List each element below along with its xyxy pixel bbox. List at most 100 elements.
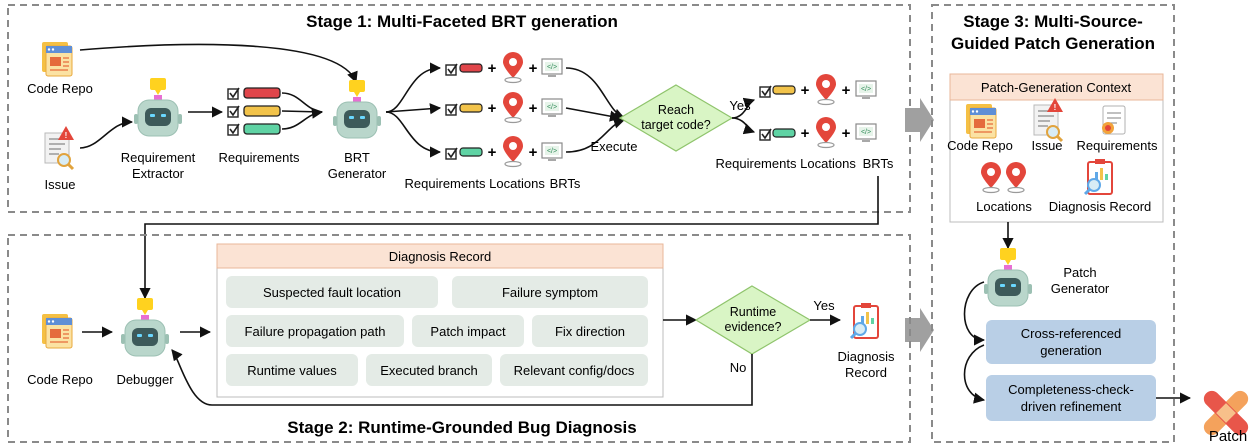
ctx-diagnosis-record-icon: [1083, 157, 1114, 196]
out-requirements-label: Requirements: [405, 176, 486, 191]
diagnosis-record-title: Diagnosis Record: [389, 249, 492, 264]
chip-config-docs-label: Relevant config/docs: [514, 363, 635, 378]
gen-out-arrow-2: [385, 103, 442, 115]
stage2-title: Stage 2: Runtime-Grounded Bug Diagnosis: [287, 418, 636, 437]
diagnosis-record-icon: [849, 301, 880, 340]
final-locations-label: Locations: [800, 156, 856, 171]
chip-propagation-path-label: Failure propagation path: [245, 324, 386, 339]
ctx-issue-label: Issue: [1031, 138, 1062, 153]
stage2-code-repo-label: Code Repo: [27, 372, 93, 387]
stage2-no-label: No: [730, 360, 747, 375]
ctx-requirements-icon: [1102, 105, 1126, 135]
decision-label-2: target code?: [641, 118, 711, 132]
repo-to-generator-arrow: [79, 43, 358, 84]
req-merge-line-3: [281, 107, 324, 130]
row2-to-decision-arrow: [565, 107, 622, 122]
svg-text:+: +: [529, 144, 538, 161]
gen-out-arrow-3: [385, 111, 442, 158]
stage2-yes-label: Yes: [813, 298, 835, 313]
ctx-location-pin-icon: [980, 161, 1002, 194]
issue-icon: [43, 124, 76, 171]
diagnosis-record-header: [216, 243, 664, 269]
debugger-label: Debugger: [116, 372, 174, 387]
extractor-label-1: Requirement: [121, 150, 196, 165]
req-merge-line-2: [281, 110, 323, 113]
svg-text:+: +: [488, 60, 497, 77]
stage1-title: Stage 1: Multi-Faceted BRT generation: [306, 12, 618, 31]
svg-text:+: +: [842, 82, 851, 99]
patch-context-title: Patch-Generation Context: [981, 80, 1132, 95]
issue-to-extractor-arrow: [79, 116, 134, 149]
req-merge-line-1: [281, 92, 323, 113]
stage3-title-1: Stage 3: Multi-Source-: [963, 12, 1142, 31]
step1-to-step2-arrow: [963, 344, 986, 404]
generator-to-step1-arrow: [963, 281, 986, 346]
reach-target-decision: [618, 84, 734, 152]
stage2-to-stage3-arrow: [905, 308, 934, 352]
stage1-frame: [7, 4, 911, 213]
requirement-extractor-robot-icon: [133, 77, 183, 137]
svg-text:+: +: [801, 125, 810, 142]
chip-runtime-values-label: Runtime values: [247, 363, 337, 378]
requirements-list-icon: [227, 87, 281, 136]
execute-label: Execute: [591, 139, 638, 154]
gen-out-arrow-1: [385, 62, 442, 113]
chip-failure-symptom-label: Failure symptom: [502, 285, 598, 300]
ctx-requirements-label: Requirements: [1077, 138, 1158, 153]
chip-runtime-values: [226, 354, 358, 386]
patch-generator-label-1: Patch: [1063, 265, 1096, 280]
chip-executed-branch-label: Executed branch: [380, 363, 478, 378]
step2-label-2: driven refinement: [1021, 399, 1122, 414]
brt-output-row-2: + +: [445, 91, 563, 124]
stage1-code-repo-label: Code Repo: [27, 81, 93, 96]
stage3-title-2: Guided Patch Generation: [951, 34, 1155, 53]
ctx-code-repo-label: Code Repo: [947, 138, 1013, 153]
brt-output-row-3: + +: [445, 135, 563, 168]
diagnosis-output-label-1: Diagnosis: [837, 349, 895, 364]
final-output-row-2: + +: [759, 116, 877, 149]
row3-to-decision-arrow: [565, 117, 626, 153]
chip-config-docs: [500, 354, 648, 386]
generator-label-2: Generator: [328, 166, 387, 181]
step2-label-1: Completeness-check-: [1008, 382, 1134, 397]
final-requirements-label: Requirements: [716, 156, 797, 171]
row1-to-decision-arrow: [565, 67, 626, 120]
final-output-row-1: + +: [759, 73, 877, 106]
chip-failure-symptom: [452, 276, 648, 308]
extractor-label-2: Extractor: [132, 166, 185, 181]
chip-propagation-path: [226, 315, 404, 347]
ctx-code-repo-icon: [965, 103, 997, 139]
svg-text:+: +: [529, 100, 538, 117]
stage1-to-stage3-arrow: [905, 98, 934, 142]
no-feedback-arrow: [171, 349, 753, 406]
chip-fix-direction: [532, 315, 648, 347]
stage3-frame: [931, 4, 1175, 443]
debugger-robot-icon: [120, 297, 170, 357]
out-brts-label: BRTs: [550, 176, 581, 191]
patch-context-header: [949, 73, 1164, 101]
yes-arrow-2: [731, 117, 756, 135]
brt-output-row-1: + +: [445, 51, 563, 84]
chip-fix-direction-label: Fix direction: [555, 324, 625, 339]
patch-generator-robot-icon: [983, 247, 1033, 307]
chip-fault-location-label: Suspected fault location: [263, 285, 401, 300]
patch-label: Patch: [1209, 428, 1247, 445]
final-brts-label: BRTs: [863, 156, 894, 171]
svg-text:+: +: [529, 60, 538, 77]
runtime-decision-label-1: Runtime: [730, 305, 777, 319]
brt-generator-robot-icon: [332, 79, 382, 139]
patch-icon: [1203, 390, 1249, 436]
runtime-decision-label-2: evidence?: [725, 320, 782, 334]
stage2-frame: [7, 234, 911, 443]
generator-label-1: BRT: [344, 150, 370, 165]
step1-label-1: Cross-referenced: [1021, 326, 1121, 341]
patch-generator-label-2: Generator: [1051, 281, 1110, 296]
diagnosis-output-label-2: Record: [845, 365, 887, 380]
svg-text:+: +: [842, 125, 851, 142]
out-locations-label: Locations: [489, 176, 545, 191]
ctx-locations-label: Locations: [976, 199, 1032, 214]
chip-patch-impact-label: Patch impact: [430, 324, 506, 339]
step1-label-2: generation: [1040, 343, 1101, 358]
svg-text:+: +: [801, 82, 810, 99]
